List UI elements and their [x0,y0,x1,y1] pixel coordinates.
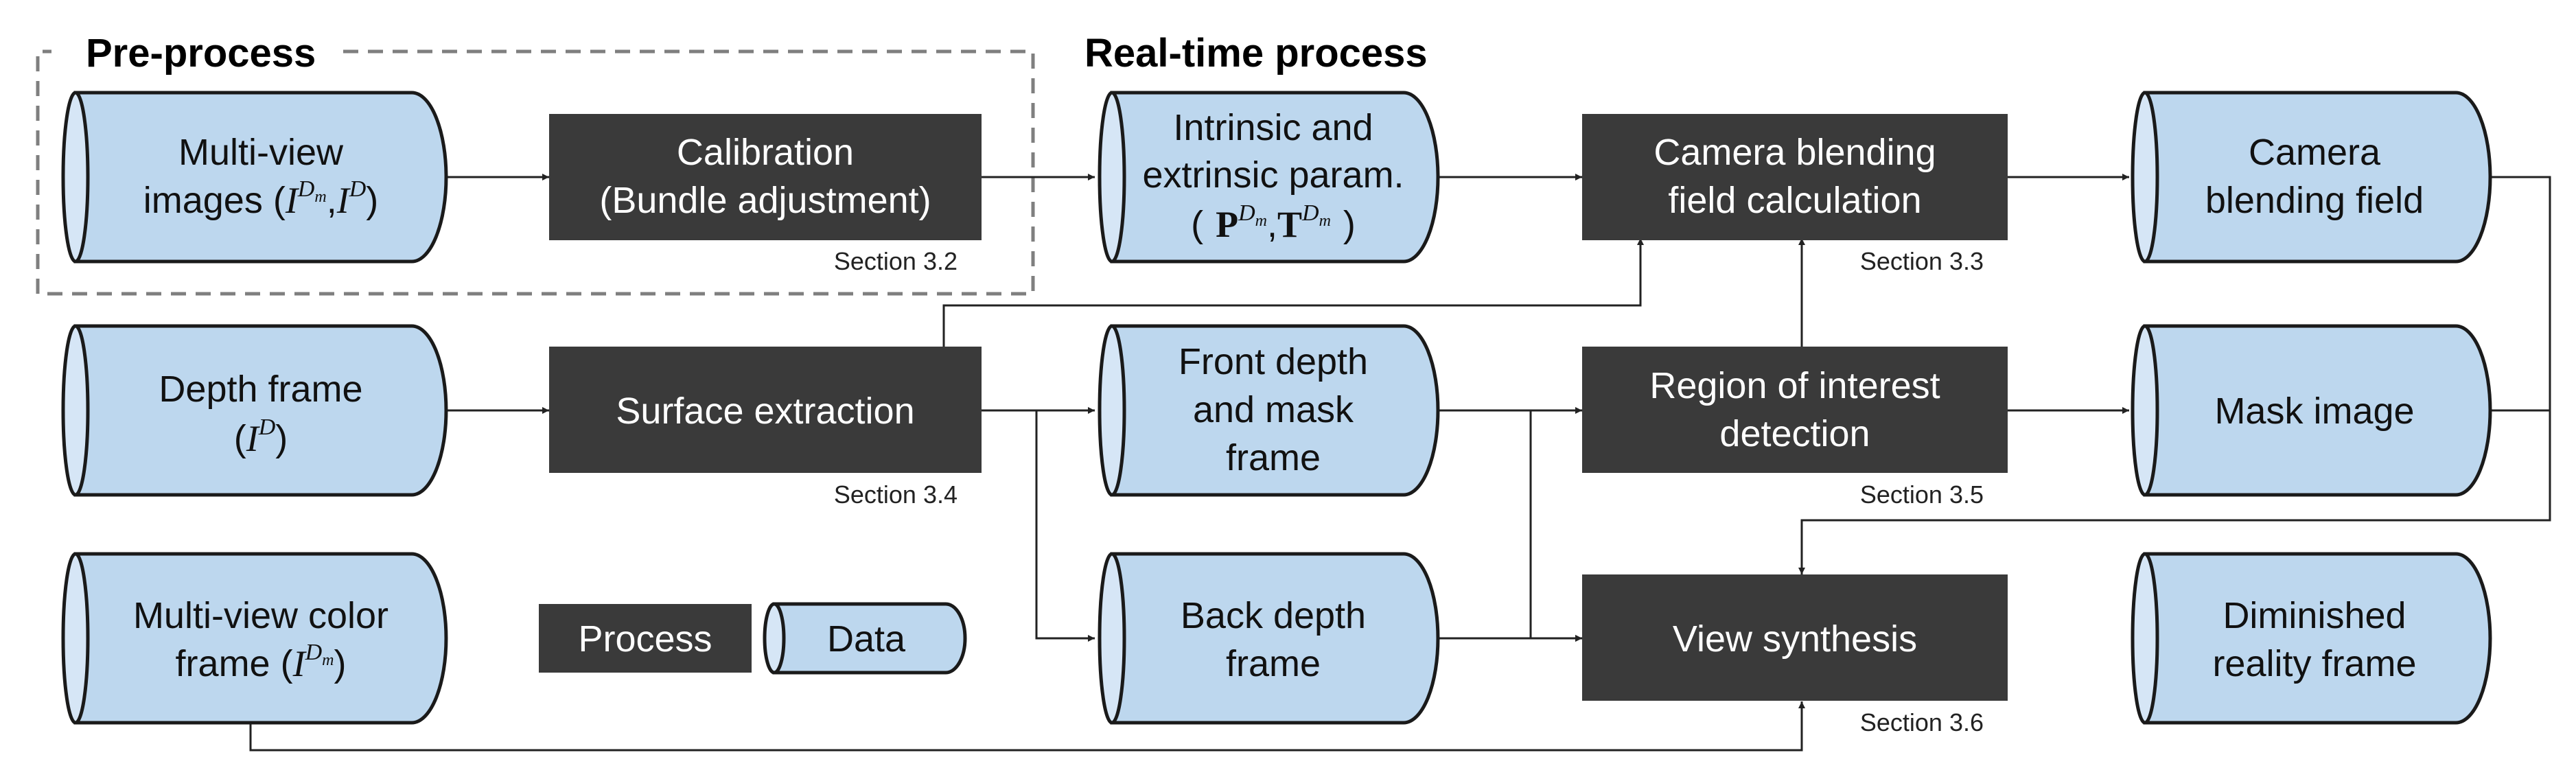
multiview-images-line2: images (IDm,ID) [143,176,379,221]
pre-process-heading: Pre-process [86,31,316,75]
blending-calc-line1: Camera blending [1653,132,1936,173]
calibration-line1: Calibration [677,132,854,173]
front-depth-line1: Front depth [1179,341,1368,382]
depth-frame-label: Depth frame [159,369,362,410]
edge-color-to-synthesis [249,700,1805,752]
process-roi-detection: Region of interest detection Section 3.5 [1582,347,2008,509]
intrinsic-symbols: (PDm,TDm) [1191,200,1356,245]
data-back-depth-frame: Back depth frame [1098,552,1440,725]
blending-calc-line2: field calculation [1668,180,1921,221]
legend-process-swatch [539,604,752,673]
data-front-depth-mask-frame: Front depth and mask frame [1098,324,1440,497]
data-diminished-reality-frame: Diminished reality frame [2131,552,2492,725]
roi-line2: detection [1719,413,1870,454]
front-depth-line3: frame [1226,437,1321,478]
intrinsic-line2: extrinsic param. [1142,154,1404,196]
depth-frame-symbol: (ID) [234,415,288,459]
back-depth-line1: Back depth [1181,595,1366,636]
process-camera-blending-calculation: Camera blending field calculation Sectio… [1582,114,2008,275]
real-time-process-heading: Real-time process [1084,31,1428,75]
connectors [249,174,2551,752]
data-multiview-color-frame: Multi-view color frame (IDm) [61,552,448,725]
roi-line1: Region of interest [1649,365,1940,406]
process-view-synthesis: View synthesis Section 3.6 [1582,574,2008,736]
camera-blending-field-line1: Camera [2249,132,2381,173]
surface-extraction-label: Surface extraction [616,391,914,432]
legend-process-label: Process [578,618,712,660]
back-depth-line2: frame [1226,643,1321,684]
legend-data-swatch [763,602,967,675]
process-calibration: Calibration (Bundle adjustment) Section … [549,114,982,275]
calibration-line2: (Bundle adjustment) [599,180,931,221]
section-label-calibration: Section 3.2 [834,247,958,275]
multiview-color-line2: frame (IDm) [176,640,347,684]
edge-front-to-synthesis [1529,410,1582,642]
section-label-roi: Section 3.5 [1860,480,1984,509]
data-depth-frame: Depth frame (ID) [61,324,448,497]
data-intrinsic-extrinsic-param: Intrinsic and extrinsic param. (PDm,TDm) [1098,91,1440,264]
diminished-line2: reality frame [2212,643,2416,684]
section-label-surface-extraction: Section 3.4 [834,480,958,509]
camera-blending-field-line2: blending field [2205,180,2424,221]
intrinsic-line1: Intrinsic and [1173,107,1373,148]
view-synthesis-label: View synthesis [1673,618,1917,660]
diminished-line1: Diminished [2223,595,2406,636]
edge-surface-to-blending-calc [942,238,1644,347]
data-mask-image: Mask image [2131,324,2492,497]
edge-surface-to-back [1035,410,1095,642]
multiview-color-line1: Multi-view color [133,595,388,636]
pre-process-region [36,49,1035,296]
mask-image-label: Mask image [2214,391,2414,432]
section-label-view-synthesis: Section 3.6 [1860,708,1984,736]
edge-field-to-synthesis [1798,176,2551,574]
process-surface-extraction: Surface extraction Section 3.4 [549,347,982,509]
data-multiview-images: Multi-view images (IDm,ID) [61,91,448,264]
data-camera-blending-field: Camera blending field [2131,91,2492,264]
front-depth-line2: and mask [1193,389,1354,430]
multiview-images-line1: Multi-view [178,132,344,173]
legend-data-label: Data [827,618,906,660]
legend: Process Data [539,602,967,675]
section-label-blending-calc: Section 3.3 [1860,247,1984,275]
